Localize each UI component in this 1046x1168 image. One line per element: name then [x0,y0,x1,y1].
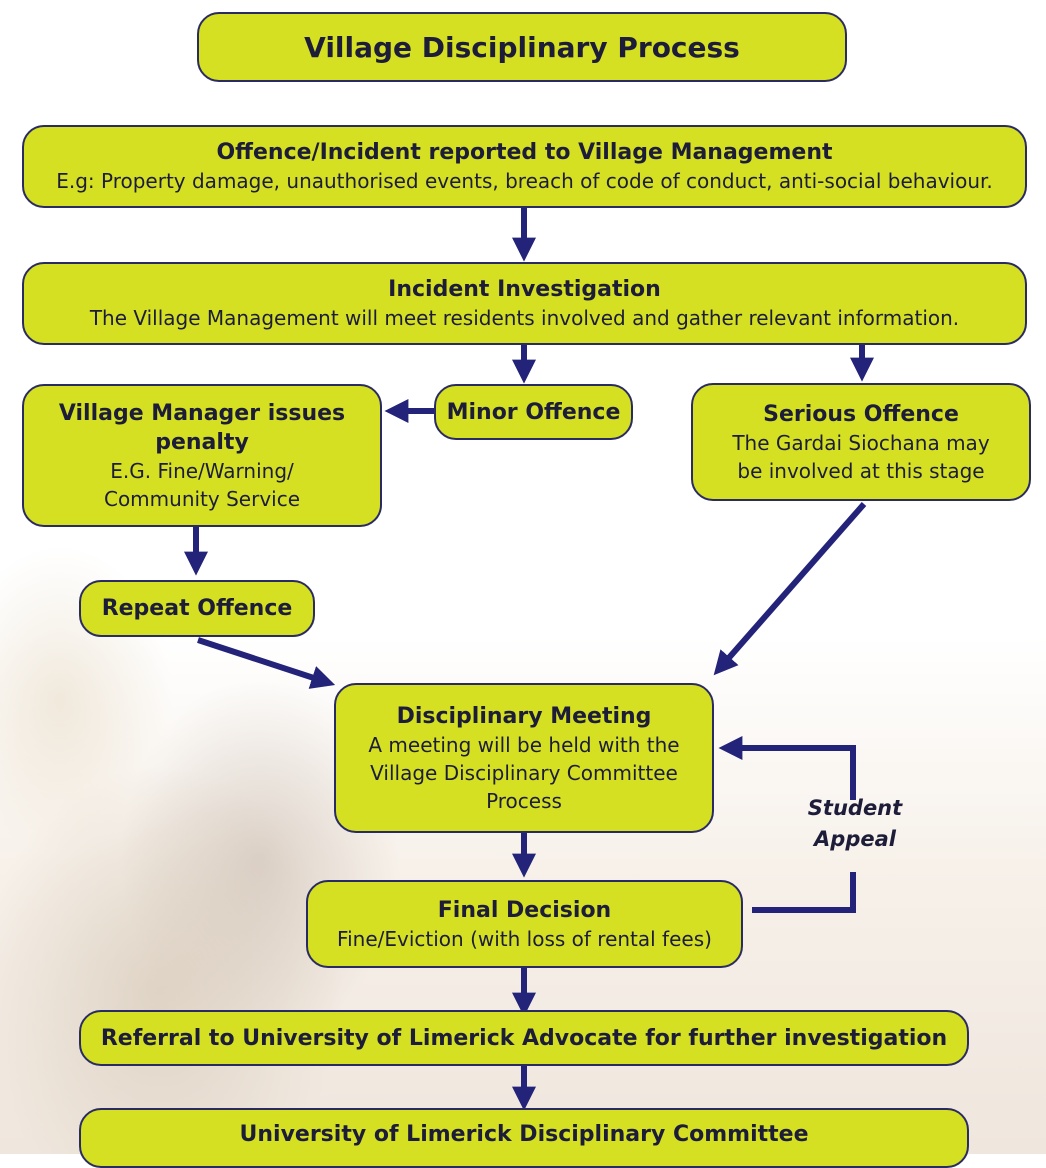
node-serious-offence-title: Serious Offence [763,401,959,427]
node-repeat-offence: Repeat Offence [79,580,315,637]
arrow-student-appeal-return [718,736,856,800]
arrow-repeat-to-meeting [197,637,336,689]
node-investigation: Incident Investigation The Village Manag… [22,262,1027,345]
node-disciplinary-meeting-title: Disciplinary Meeting [396,703,652,729]
node-ul-committee: University of Limerick Disciplinary Comm… [79,1108,969,1168]
node-report: Offence/Incident reported to Village Man… [22,125,1027,208]
node-referral: Referral to University of Limerick Advoc… [79,1010,969,1066]
node-final-decision-title: Final Decision [437,897,612,923]
node-referral-title: Referral to University of Limerick Advoc… [100,1025,948,1051]
node-minor-offence-title: Minor Offence [446,399,621,425]
node-penalty-text-line1: E.G. Fine/Warning/ [110,458,294,483]
student-appeal-label: Student Appeal [790,793,920,855]
page-title: Village Disciplinary Process [304,30,740,64]
node-report-text: E.g: Property damage, unauthorised event… [56,169,993,193]
node-investigation-title: Incident Investigation [388,277,661,302]
node-serious-offence: Serious Offence The Gardai Siochana may … [691,383,1031,501]
arrow-student-appeal [752,872,856,913]
node-investigation-text: The Village Management will meet residen… [89,306,960,330]
page-title-box: Village Disciplinary Process [197,12,847,82]
student-appeal-line1: Student [807,796,903,820]
node-final-decision-text: Fine/Eviction (with loss of rental fees) [337,926,712,951]
arrow-serious-to-meeting [713,502,867,676]
node-penalty-text-line2: Community Service [103,486,301,511]
node-serious-offence-text-line2: be involved at this stage [737,458,985,483]
node-serious-offence-text-line1: The Gardai Siochana may [732,430,990,455]
node-repeat-offence-title: Repeat Offence [101,596,293,621]
node-penalty-title-line2: penalty [155,429,249,455]
student-appeal-line2: Appeal [814,827,896,851]
node-ul-committee-title: University of Limerick Disciplinary Comm… [239,1122,809,1147]
node-penalty-title-line1: Village Manager issues [58,400,346,426]
node-disciplinary-meeting: Disciplinary Meeting A meeting will be h… [334,683,714,833]
node-report-title: Offence/Incident reported to Village Man… [216,140,833,165]
node-final-decision: Final Decision Fine/Eviction (with loss … [306,880,743,968]
node-minor-offence: Minor Offence [434,384,633,440]
node-disciplinary-meeting-text-line1: A meeting will be held with the [368,732,680,757]
node-disciplinary-meeting-text-line2: Village Disciplinary Committee [370,760,678,785]
node-disciplinary-meeting-text-line3: Process [486,788,562,813]
node-penalty: Village Manager issues penalty E.G. Fine… [22,384,382,527]
